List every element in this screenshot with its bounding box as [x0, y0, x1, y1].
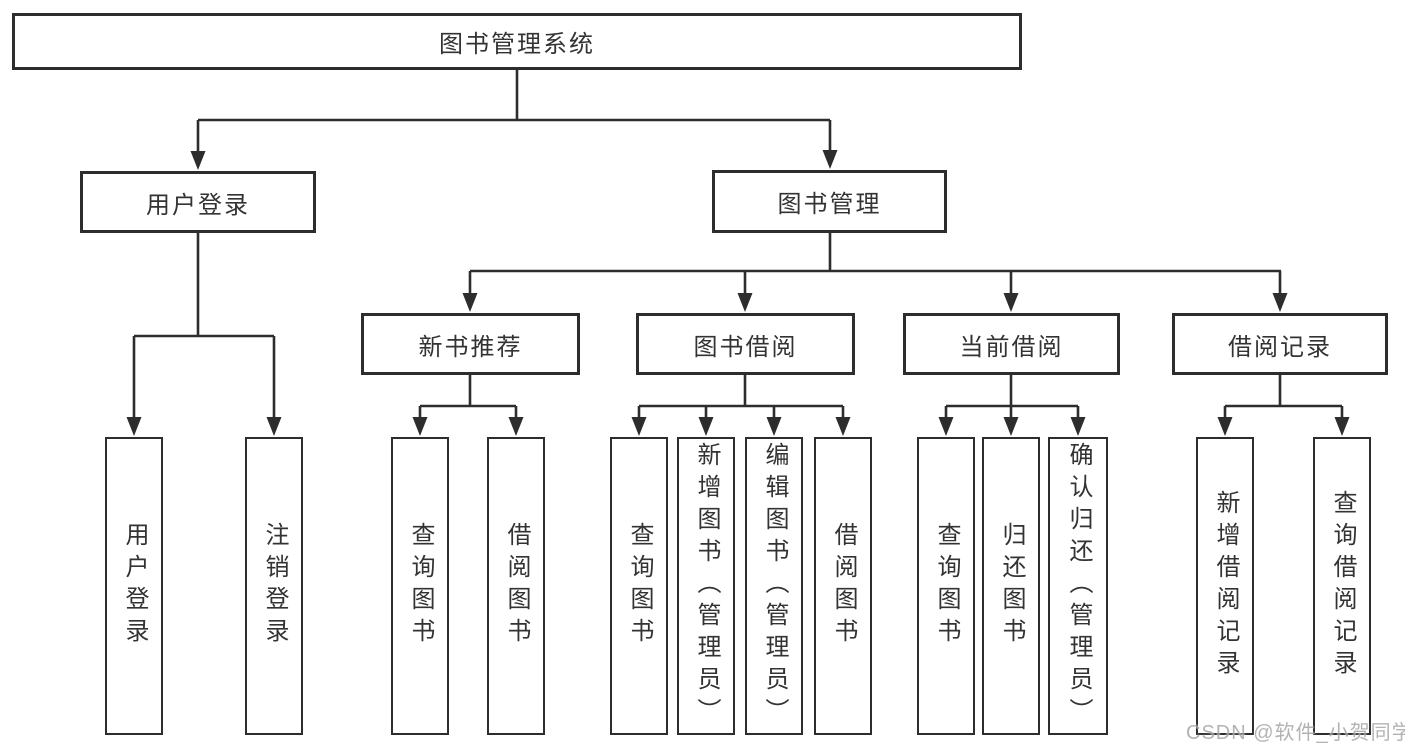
node-root: 图书管理系统 — [12, 13, 1022, 70]
arrowhead-icon — [938, 417, 954, 436]
arrowhead-icon — [412, 417, 428, 436]
leaf-label: 归还图书 — [998, 522, 1025, 650]
watermark: CSDN @软件_小贺同学 — [1186, 722, 1405, 744]
arrowhead-icon — [1272, 293, 1288, 312]
arrowhead-icon — [766, 417, 782, 436]
arrowhead-icon — [631, 417, 647, 436]
leaf-add-book-admin: 新增图书（管理员） — [677, 437, 735, 735]
leaf-label: 查询图书 — [407, 522, 434, 650]
arrowhead-icon — [1070, 417, 1086, 436]
leaf-borrow-books: 借阅图书 — [814, 437, 872, 735]
arrowhead-icon — [835, 417, 851, 436]
arrowhead-icon — [1003, 417, 1019, 436]
leaf-query-books-borrow: 查询图书 — [610, 437, 668, 735]
arrowhead-icon — [737, 293, 753, 312]
node-new-book-recommend: 新书推荐 — [361, 313, 580, 375]
leaf-label: 新增图书（管理员） — [693, 442, 720, 730]
leaf-logout: 注销登录 — [245, 437, 303, 735]
leaf-label: 编辑图书（管理员） — [761, 442, 788, 730]
arrowhead-icon — [822, 150, 838, 169]
leaf-label: 注销登录 — [261, 522, 288, 650]
leaf-add-borrow-record: 新增借阅记录 — [1196, 437, 1254, 735]
arrowhead-icon — [462, 293, 478, 312]
node-current-borrow: 当前借阅 — [903, 313, 1120, 375]
leaf-label: 新增借阅记录 — [1212, 490, 1239, 682]
leaf-label: 查询图书 — [933, 522, 960, 650]
leaf-label: 查询借阅记录 — [1329, 490, 1356, 682]
node-label: 图书借阅 — [693, 333, 798, 361]
node-label: 当前借阅 — [959, 333, 1064, 361]
arrowhead-icon — [126, 417, 142, 436]
leaf-query-books-recommend: 查询图书 — [391, 437, 449, 735]
arrowhead-icon — [1217, 417, 1233, 436]
arrowhead-icon — [1003, 293, 1019, 312]
node-book-management: 图书管理 — [712, 170, 947, 233]
leaf-return-book: 归还图书 — [982, 437, 1040, 735]
node-user-login: 用户登录 — [80, 171, 316, 233]
node-borrow-records: 借阅记录 — [1172, 313, 1388, 375]
leaf-label: 借阅图书 — [503, 522, 530, 650]
leaf-edit-book-admin: 编辑图书（管理员） — [745, 437, 803, 735]
leaf-borrow-books-recommend: 借阅图书 — [487, 437, 545, 735]
leaf-query-borrow-record: 查询借阅记录 — [1313, 437, 1371, 735]
node-label: 用户登录 — [146, 191, 250, 219]
leaf-label: 用户登录 — [121, 522, 148, 650]
leaf-label: 借阅图书 — [830, 522, 857, 650]
node-label: 图书管理 — [777, 191, 882, 218]
leaf-label: 查询图书 — [626, 522, 653, 650]
arrowhead-icon — [266, 417, 282, 436]
arrowhead-icon — [508, 417, 524, 436]
leaf-query-books-current: 查询图书 — [917, 437, 975, 735]
leaf-label: 确认归还（管理员） — [1065, 442, 1092, 730]
connector-paths — [132, 70, 1344, 419]
node-label: 借阅记录 — [1228, 333, 1332, 361]
node-book-borrow: 图书借阅 — [636, 313, 855, 375]
arrowhead-icon — [698, 417, 714, 436]
node-label: 新书推荐 — [418, 333, 523, 361]
leaf-user-login: 用户登录 — [105, 437, 163, 735]
arrowhead-icon — [1334, 417, 1350, 436]
node-label: 图书管理系统 — [439, 31, 595, 58]
arrowhead-icon — [190, 151, 206, 170]
arrowheads — [126, 150, 1350, 436]
leaf-confirm-return-admin: 确认归还（管理员） — [1048, 437, 1108, 735]
